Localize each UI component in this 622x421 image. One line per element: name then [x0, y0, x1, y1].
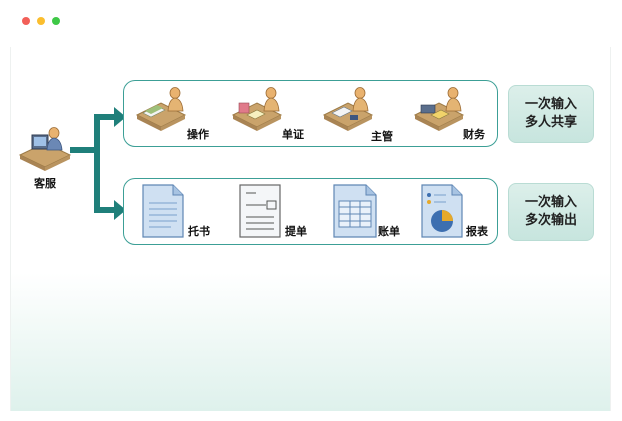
close-button[interactable] — [22, 17, 30, 25]
worker-desk-icon — [231, 87, 283, 131]
bottom-item-label-3: 账单 — [378, 225, 400, 238]
bottom-item-label-2: 提单 — [285, 225, 307, 238]
person-computer-icon — [18, 127, 72, 171]
bottom-badge-line-2: 多次输出 — [524, 213, 577, 228]
bottom-row-badge: 一次输入 多次输出 — [508, 183, 594, 241]
worker-desk-icon — [135, 87, 187, 131]
title-bar — [0, 0, 622, 40]
minimize-button[interactable] — [37, 17, 45, 25]
maximize-button[interactable] — [52, 17, 60, 25]
document-icon — [142, 184, 184, 238]
table-document-icon — [333, 184, 377, 238]
top-item-label-4: 财务 — [463, 128, 485, 141]
top-item-label-2: 单证 — [282, 128, 304, 141]
source-label: 客服 — [34, 177, 56, 190]
top-row-badge: 一次输入 多人共享 — [508, 85, 594, 143]
bottom-item-label-4: 报表 — [466, 225, 488, 238]
top-badge-line-1: 一次输入 — [524, 97, 577, 112]
bottom-item-label-1: 托书 — [188, 225, 210, 238]
worker-calculator-icon — [413, 87, 465, 131]
top-item-label-3: 主管 — [371, 130, 393, 143]
form-document-icon — [239, 184, 281, 238]
top-item-label-1: 操作 — [187, 128, 209, 141]
worker-desk-icon — [322, 87, 374, 131]
top-badge-line-2: 多人共享 — [524, 115, 577, 130]
bottom-badge-line-1: 一次输入 — [524, 195, 577, 210]
report-chart-icon — [421, 184, 463, 238]
